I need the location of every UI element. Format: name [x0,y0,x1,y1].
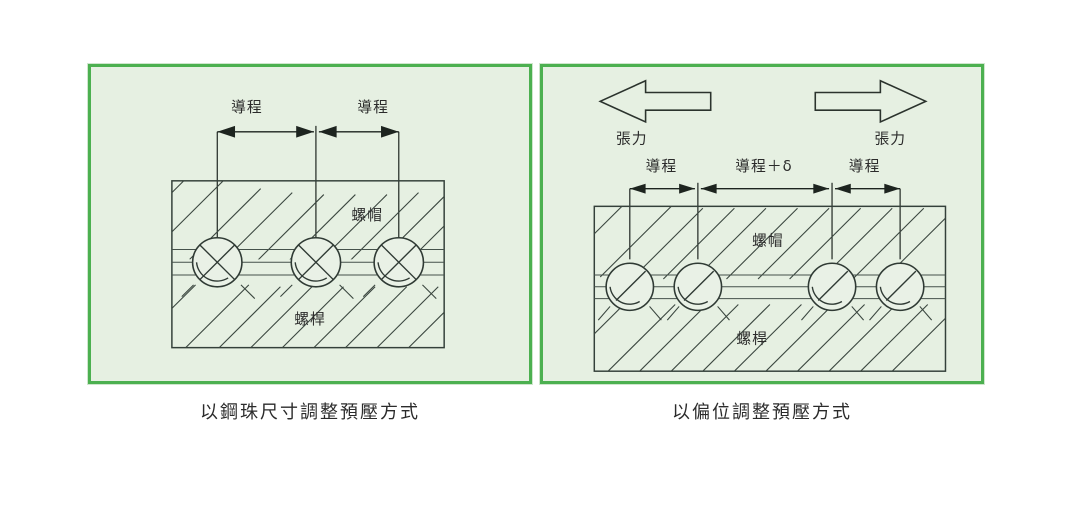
part-label-nut: 螺帽 [351,207,383,224]
arrowhead-left-2 [318,125,337,138]
dimension-label-lead-1: 導程 [646,158,678,175]
ball-bearing [875,262,925,312]
dimension-group-right [629,182,901,260]
panel-frame-right: 張力 張力 導程 導程＋δ 導程 [540,64,984,384]
part-label-nut: 螺帽 [752,233,784,250]
part-label-screw: 螺桿 [294,311,326,328]
dimension-label-lead-1: 導程 [231,99,263,116]
diagram-offset-preload: 張力 張力 導程 導程＋δ 導程 [593,79,947,372]
ball-contact-ticks [597,306,933,321]
tension-arrow-left [598,79,712,124]
dimension-label-lead-3: 導程 [849,158,881,175]
assembly-body-outline [171,180,445,349]
ball-bearing [807,262,857,312]
dimension-label-lead-2: 導程 [357,99,389,116]
ball-group-right [605,262,925,312]
ball-group-left [191,236,425,288]
ball-bearing [191,236,243,288]
panel-caption-offset: 以偏位調整預壓方式 [672,402,852,423]
force-label-tension-right: 張力 [874,131,906,148]
dimension-label-lead-plus-delta: 導程＋δ [735,158,792,175]
screw-hatching [171,284,445,348]
ball-bearing [673,262,723,312]
panel-ball-size-preload: 導程 導程 [88,64,532,424]
arrowhead-right-1 [296,125,314,138]
panel-offset-preload: 張力 張力 導程 導程＋δ 導程 [540,64,984,424]
ball-contact-ticks [181,284,437,299]
ball-bearing [373,236,425,288]
tension-arrow-right [814,79,928,124]
arrowhead-right-2 [381,125,399,138]
assembly-body-outline [593,205,947,372]
diagram-ball-size-preload: 導程 導程 [171,99,445,349]
panel-caption-ball-size: 以鋼珠尺寸調整預壓方式 [200,402,420,423]
ball-bearing [605,262,655,312]
screw-hatching [594,304,946,372]
arrowhead-left-1 [217,125,236,138]
ball-bearing [290,236,342,288]
panel-frame-left: 導程 導程 [88,64,532,384]
part-label-screw: 螺桿 [736,331,768,348]
force-label-tension-left: 張力 [616,131,648,148]
